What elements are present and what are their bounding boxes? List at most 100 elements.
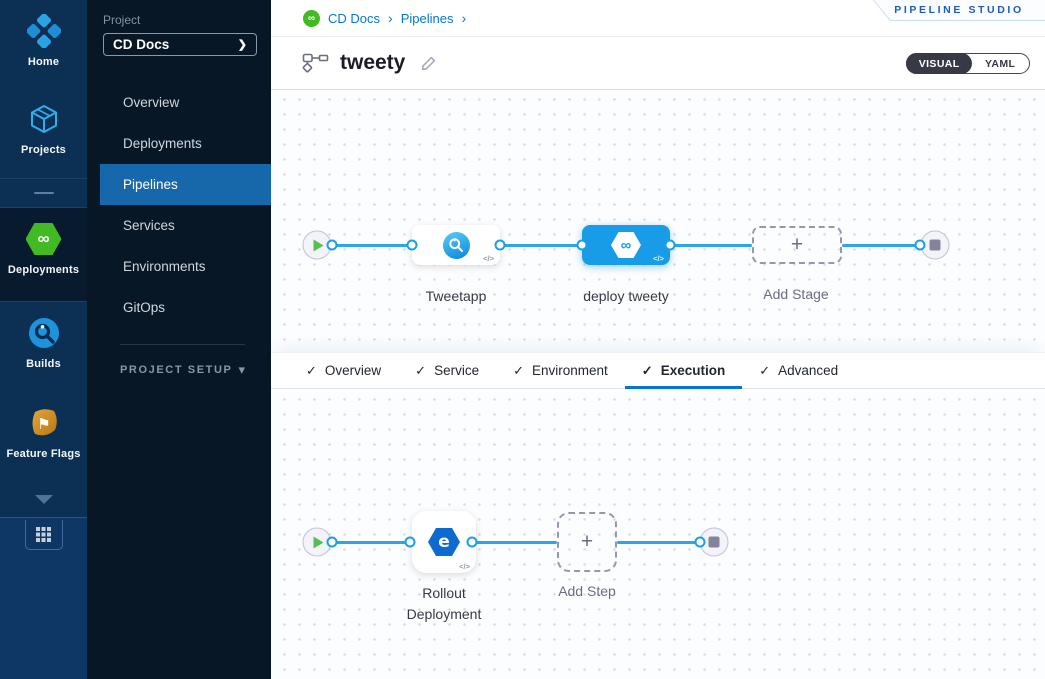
cd-module-icon: ∞ bbox=[303, 9, 320, 27]
node-port[interactable] bbox=[576, 239, 588, 251]
pipeline-graph-icon bbox=[302, 53, 329, 73]
rail-item-deployments[interactable]: ∞ Deployments bbox=[0, 208, 87, 302]
add-stage-label[interactable]: Add Stage bbox=[763, 286, 829, 302]
play-icon bbox=[313, 239, 324, 251]
breadcrumb-separator: › bbox=[388, 10, 393, 26]
node-port[interactable] bbox=[406, 239, 418, 251]
toggle-visual[interactable]: VISUAL bbox=[906, 53, 973, 74]
add-step-button[interactable]: + bbox=[557, 512, 617, 572]
node-port[interactable] bbox=[404, 536, 416, 548]
tab-advanced[interactable]: ✓ Advanced bbox=[742, 353, 855, 388]
step-node-rollout-deployment[interactable]: e </> bbox=[412, 511, 476, 573]
pipeline-studio-badge: PIPELINE STUDIO bbox=[874, 0, 1045, 20]
project-setup-toggle[interactable]: PROJECT SETUP ▾ bbox=[87, 362, 271, 378]
check-icon: ✓ bbox=[641, 362, 653, 378]
stage-node-deploy-tweety[interactable]: ∞ </> bbox=[582, 225, 670, 265]
plus-icon: + bbox=[790, 233, 804, 256]
rail-divider bbox=[0, 178, 87, 208]
rail-item-builds[interactable]: Builds bbox=[0, 302, 87, 392]
node-port[interactable] bbox=[914, 239, 926, 251]
deploy-stage-icon: ∞ bbox=[611, 232, 641, 258]
rail-item-label: Home bbox=[27, 56, 60, 68]
add-step-label[interactable]: Add Step bbox=[558, 583, 616, 599]
step-edge bbox=[332, 541, 410, 544]
sidebar-item-gitops[interactable]: GitOps bbox=[87, 287, 271, 328]
infinity-glyph: ∞ bbox=[620, 236, 632, 254]
rail-bottom-section bbox=[0, 517, 87, 679]
builds-icon bbox=[26, 315, 62, 351]
sidebar-item-pipelines[interactable]: Pipelines bbox=[100, 164, 271, 205]
sidebar-item-services[interactable]: Services bbox=[87, 205, 271, 246]
rail-more-chevron[interactable] bbox=[0, 482, 87, 517]
rail-item-feature-flags[interactable]: ⚑ Feature Flags bbox=[0, 392, 87, 482]
tab-environment[interactable]: ✓ Environment bbox=[496, 353, 625, 388]
node-port[interactable] bbox=[494, 239, 506, 251]
rail-item-home[interactable]: Home bbox=[0, 0, 87, 88]
sidebar-item-environments[interactable]: Environments bbox=[87, 246, 271, 287]
stage-edge bbox=[500, 244, 582, 247]
chevron-down-icon: ▾ bbox=[238, 362, 245, 377]
rail-item-label: Feature Flags bbox=[6, 448, 81, 460]
grid-icon bbox=[36, 527, 51, 542]
breadcrumb-project-link[interactable]: CD Docs bbox=[328, 10, 381, 26]
play-icon bbox=[313, 536, 324, 548]
infinity-glyph: ∞ bbox=[307, 12, 316, 24]
stage-edge bbox=[332, 244, 412, 247]
check-icon: ✓ bbox=[415, 362, 427, 378]
templated-code-glyph: </> bbox=[483, 254, 494, 263]
rail-item-projects[interactable]: Projects bbox=[0, 88, 87, 178]
svg-text:⚑: ⚑ bbox=[37, 415, 50, 433]
visual-yaml-toggle[interactable]: VISUAL YAML bbox=[906, 53, 1030, 74]
tab-label: Service bbox=[434, 363, 480, 378]
stage-label-deploy-tweety[interactable]: deploy tweety bbox=[583, 288, 669, 304]
check-icon: ✓ bbox=[513, 362, 524, 378]
pipeline-canvas[interactable]: </> ∞ </> + Tweetapp deploy tweety Add S… bbox=[271, 90, 1045, 679]
sidebar-item-label: Environments bbox=[123, 259, 206, 274]
toggle-yaml[interactable]: YAML bbox=[984, 57, 1016, 70]
sidebar-item-label: Pipelines bbox=[123, 177, 178, 192]
stage-edge bbox=[670, 244, 752, 247]
tab-label: Advanced bbox=[778, 363, 839, 378]
pipeline-title-bar: tweety VISUAL YAML bbox=[271, 37, 1045, 90]
step-label-rollout-deployment[interactable]: Rollout Deployment bbox=[406, 585, 482, 622]
rail-divider-dash bbox=[33, 192, 54, 194]
stage-node-tweetapp[interactable]: </> bbox=[412, 225, 500, 265]
build-stage-icon bbox=[442, 231, 470, 259]
infinity-glyph: ∞ bbox=[37, 229, 50, 248]
stage-start-node[interactable] bbox=[302, 230, 332, 260]
chevron-right-icon: ❯ bbox=[237, 39, 247, 51]
add-stage-button[interactable]: + bbox=[752, 226, 842, 264]
node-port[interactable] bbox=[694, 536, 706, 548]
tab-label: Overview bbox=[324, 363, 382, 378]
project-setup-label: PROJECT SETUP bbox=[120, 364, 233, 376]
project-sidebar: Project CD Docs ❯ Overview Deployments P… bbox=[87, 0, 271, 679]
pipeline-name: tweety bbox=[340, 51, 406, 74]
node-port[interactable] bbox=[664, 239, 676, 251]
node-port[interactable] bbox=[326, 239, 338, 251]
node-port[interactable] bbox=[326, 536, 338, 548]
step-edge bbox=[472, 541, 557, 544]
edit-pipeline-name-icon[interactable] bbox=[420, 55, 437, 72]
node-port[interactable] bbox=[466, 536, 478, 548]
rollout-glyph: e bbox=[438, 532, 450, 552]
tab-overview[interactable]: ✓ Overview bbox=[289, 353, 398, 388]
breadcrumb-pipelines-link[interactable]: Pipelines bbox=[400, 10, 454, 26]
check-icon: ✓ bbox=[759, 362, 771, 378]
module-picker-button[interactable] bbox=[24, 520, 63, 550]
sidebar-divider bbox=[120, 344, 245, 345]
sidebar-item-overview[interactable]: Overview bbox=[87, 82, 271, 123]
feature-flags-icon: ⚑ bbox=[26, 405, 62, 441]
templated-code-glyph: </> bbox=[459, 562, 470, 571]
breadcrumb-bar: ∞ CD Docs › Pipelines › PIPELINE STUDIO bbox=[271, 0, 1045, 37]
stop-icon bbox=[708, 536, 720, 548]
plus-icon: + bbox=[580, 530, 594, 553]
home-icon bbox=[26, 13, 62, 49]
stage-label-tweetapp[interactable]: Tweetapp bbox=[425, 288, 487, 304]
tab-execution[interactable]: ✓ Execution bbox=[624, 353, 743, 389]
sidebar-item-deployments[interactable]: Deployments bbox=[87, 123, 271, 164]
project-label: Project bbox=[103, 13, 141, 27]
project-selector[interactable]: CD Docs ❯ bbox=[103, 33, 257, 56]
sidebar-item-label: Services bbox=[123, 218, 175, 233]
tab-service[interactable]: ✓ Service bbox=[398, 353, 496, 388]
